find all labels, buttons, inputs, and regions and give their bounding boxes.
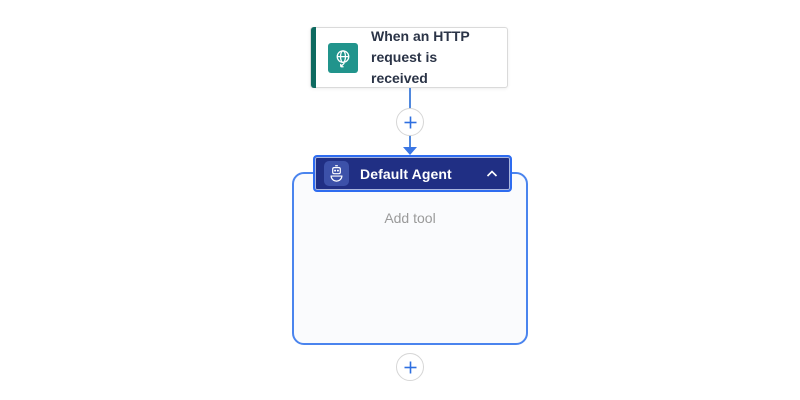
trigger-card-http-request[interactable]: When an HTTP request is received bbox=[310, 27, 508, 88]
trigger-title: When an HTTP request is received bbox=[371, 28, 470, 86]
arrow-down-icon bbox=[403, 147, 417, 155]
insert-action-button-bottom[interactable] bbox=[396, 353, 424, 381]
agent-title: Default Agent bbox=[360, 165, 452, 182]
trigger-brand-stripe bbox=[311, 27, 316, 88]
globe-http-icon bbox=[328, 42, 358, 73]
bot-icon bbox=[324, 161, 349, 186]
agent-header-default-agent[interactable]: Default Agent bbox=[313, 155, 512, 192]
collapse-button[interactable] bbox=[483, 165, 501, 183]
plus-icon bbox=[404, 361, 416, 373]
agent-container[interactable]: Add tool bbox=[292, 172, 528, 345]
insert-action-button[interactable] bbox=[396, 108, 424, 136]
chevron-up-icon bbox=[486, 169, 498, 177]
plus-icon bbox=[404, 116, 416, 128]
add-tool-label: Add tool bbox=[384, 210, 436, 226]
